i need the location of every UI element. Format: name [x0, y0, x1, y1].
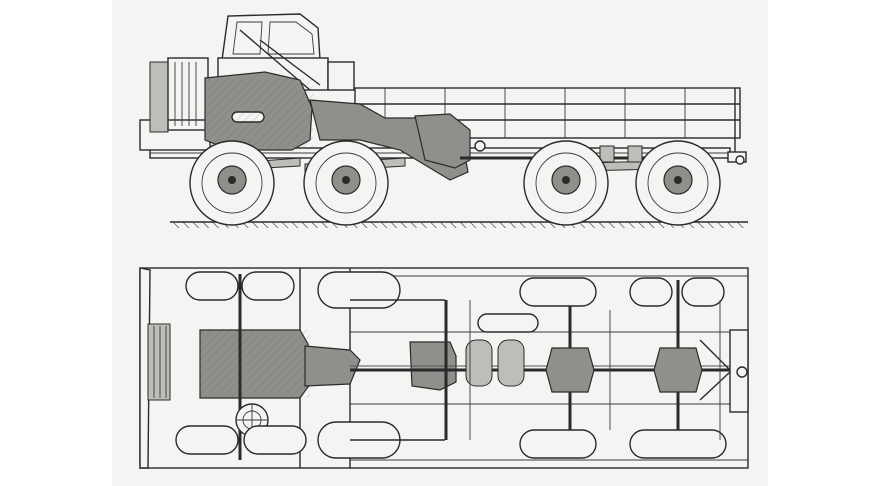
fuel-tanks: [465, 313, 539, 387]
plan-wheel-1: [185, 271, 295, 301]
side-wheel-1: [189, 140, 275, 226]
side-view: [139, 13, 748, 228]
ground-line: [170, 221, 748, 228]
radiator: [147, 323, 171, 401]
differential-1: [545, 347, 595, 393]
transfer-case: [414, 113, 471, 169]
rear-hitch: [699, 329, 749, 413]
plan-wheel-5: [629, 277, 727, 459]
cross-members: [350, 299, 721, 441]
front-bumper: [139, 267, 151, 469]
plan-view: [139, 267, 749, 469]
shaft-joint: [474, 140, 486, 152]
gearbox-plan: [304, 345, 361, 387]
side-wheel-3: [523, 140, 609, 226]
side-wheel-2: [303, 140, 389, 226]
side-wheel-4: [635, 140, 721, 226]
plan-wheel-4: [519, 277, 597, 459]
differential-2: [653, 347, 703, 393]
plan-wheel-2: [175, 425, 307, 455]
engine-front: [139, 57, 211, 151]
